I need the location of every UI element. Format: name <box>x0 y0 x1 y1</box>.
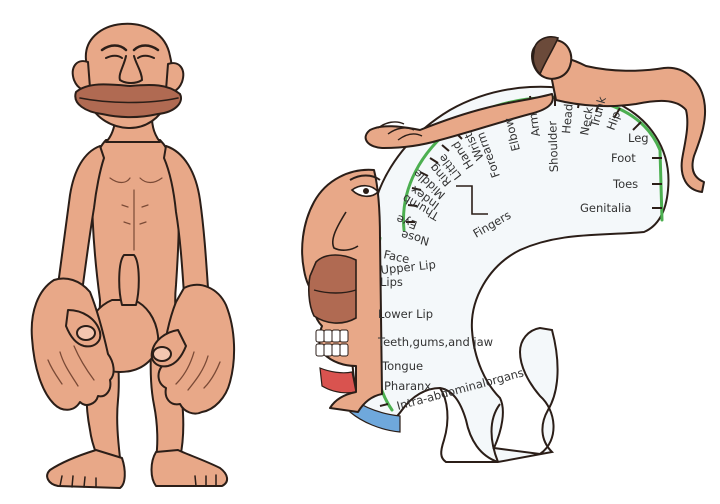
label-arm: Arm <box>526 112 543 137</box>
homunculus-left-thumbnail <box>76 325 96 341</box>
label-lower-lip: Lower Lip <box>378 307 433 321</box>
homunculus-left-foot <box>46 449 126 489</box>
label-head: Head <box>559 103 576 134</box>
homunculus-left-hand <box>30 277 115 411</box>
label-teeth: Teeth,gums,and jaw <box>377 335 493 349</box>
label-toes: Toes <box>612 177 638 191</box>
homunculus-lips <box>74 83 182 118</box>
homunculus-brows <box>100 44 160 52</box>
label-tongue: Tongue <box>381 359 423 373</box>
pharynx-band <box>319 367 357 394</box>
homunculus-right-foot <box>150 449 228 487</box>
homunculus-nose <box>118 55 143 84</box>
label-eye: Eye <box>394 212 419 232</box>
label-genitalia: Genitalia <box>580 201 631 215</box>
fingers-bracket <box>456 185 488 215</box>
cortex-body-trunk-leg <box>547 56 706 193</box>
label-leg: Leg <box>628 131 649 145</box>
label-shoulder: Shoulder <box>545 120 561 172</box>
cortex-body-hair <box>532 36 560 76</box>
cortex-gyrus-fold-2 <box>439 387 498 463</box>
label-hip: Hip <box>604 109 624 132</box>
label-pharynx: Pharanx <box>384 379 431 393</box>
cortex-face-nose <box>331 211 359 251</box>
label-upper-lip: Upper Lip <box>380 257 437 277</box>
label-neck: Neck <box>577 106 596 137</box>
homunculus-eyes <box>105 54 155 59</box>
cortex-face-brow <box>349 174 381 181</box>
label-face: Face <box>382 247 410 266</box>
cortex-gyrus-fold-1 <box>490 403 501 463</box>
homunculus-right-thumbnail <box>152 346 172 362</box>
cortex-face-lips <box>308 254 357 324</box>
cortical-sensory-map: Hip Trunk Neck Head Shoulder Arm Elbow F… <box>301 36 706 464</box>
label-lips: Lips <box>380 275 403 289</box>
sensory-homunculus-figure <box>30 22 236 489</box>
cortex-face-teeth <box>315 329 349 357</box>
intra-abdominal-band <box>349 399 401 433</box>
cortex-cross-section <box>350 85 670 464</box>
cortex-body-fingers <box>377 121 423 141</box>
label-foot: Foot <box>611 151 636 165</box>
